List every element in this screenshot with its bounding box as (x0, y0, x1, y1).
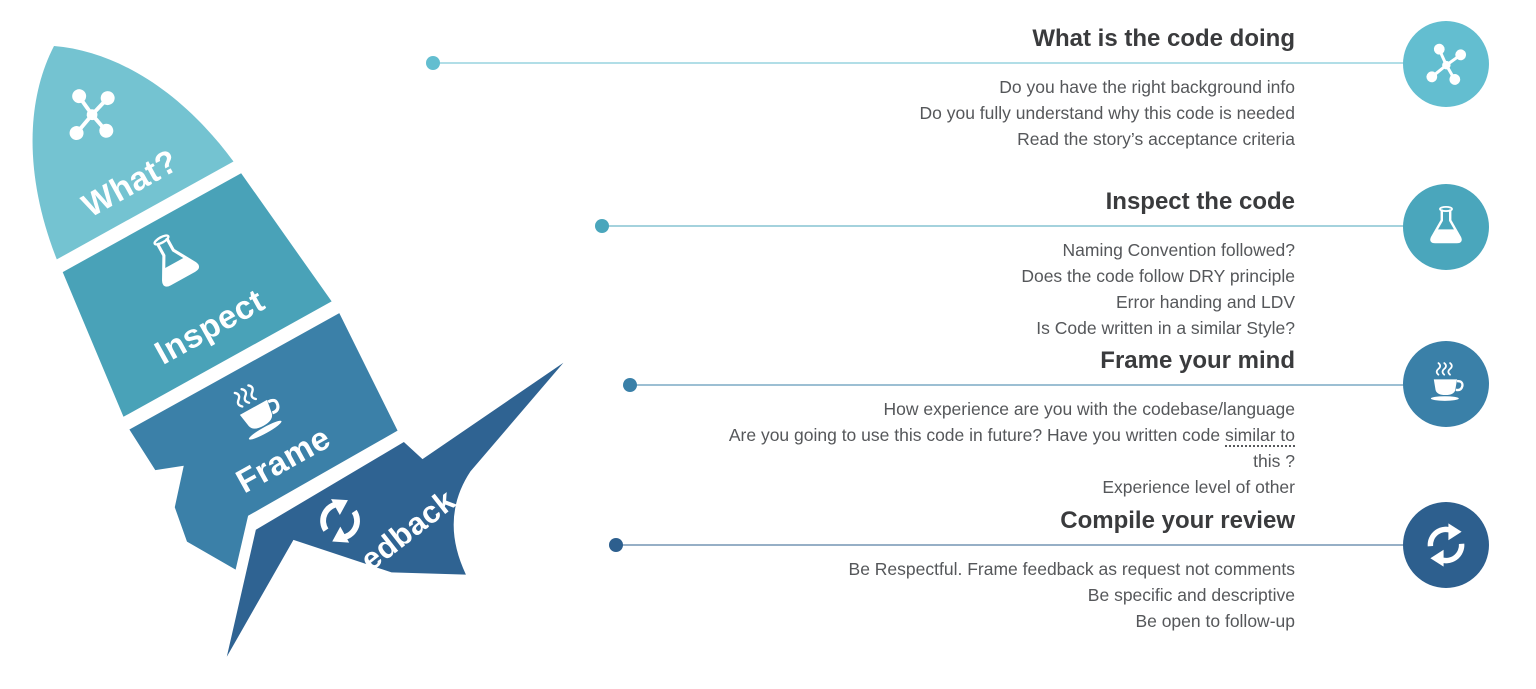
bullet-line: Error handing and LDV (1116, 292, 1295, 312)
badge-inspect (1403, 184, 1489, 270)
bullet-line: Read the story’s acceptance criteria (1017, 129, 1295, 149)
section-body-compile: Be Respectful. Frame feedback as request… (520, 556, 1295, 634)
rocket-segment-inspect (62, 173, 332, 417)
section-body-frame: How experience are you with the codebase… (520, 396, 1295, 500)
section-title-what: What is the code doing (1032, 25, 1295, 52)
bullet-line: Be Respectful. Frame feedback as request… (848, 559, 1295, 579)
connector-line-frame (623, 378, 1404, 392)
molecule-icon (1416, 35, 1476, 95)
section-title-compile: Compile your review (1060, 507, 1295, 534)
underlined-phrase: similar to (1224, 425, 1295, 447)
bullet-line: Is Code written in a similar Style? (1036, 318, 1295, 338)
rocket-svg: What? Inspect Frame Feedback (32, 46, 564, 657)
bullet-line: this ? (1253, 451, 1295, 471)
bullet-line: Do you have the right background info (999, 77, 1295, 97)
section-body-inspect: Naming Convention followed? Does the cod… (520, 237, 1295, 341)
badge-compile (1403, 502, 1489, 588)
connector-line-compile (609, 538, 1404, 552)
section-title-inspect: Inspect the code (1105, 188, 1295, 215)
rocket-segment-frame (129, 313, 398, 570)
bullet-line: Are you going to use this code in future… (728, 425, 1295, 447)
bullet-line: How experience are you with the codebase… (883, 399, 1295, 419)
rocket-segment-feedback (226, 362, 564, 657)
bullet-line: Naming Convention followed? (1062, 240, 1296, 260)
bullet-line: Experience level of other (1102, 477, 1295, 497)
bullet-line: Be open to follow-up (1135, 611, 1295, 631)
section-title-frame: Frame your mind (1100, 347, 1295, 374)
rocket-graphic: What? Inspect Frame Feedback (0, 0, 640, 684)
connector-line-inspect (595, 219, 1404, 233)
coffee-icon (1429, 361, 1464, 403)
flask-icon (1430, 205, 1462, 244)
refresh-icon (1415, 514, 1477, 576)
section-body-what: Do you have the right background info Do… (520, 74, 1295, 152)
badge-frame (1403, 341, 1489, 427)
bullet-line: Do you fully understand why this code is… (919, 103, 1295, 123)
badge-what (1403, 21, 1489, 107)
bullet-line: Does the code follow DRY principle (1021, 266, 1295, 286)
connector-line-what (426, 56, 1404, 70)
bullet-line: Be specific and descriptive (1087, 585, 1295, 605)
